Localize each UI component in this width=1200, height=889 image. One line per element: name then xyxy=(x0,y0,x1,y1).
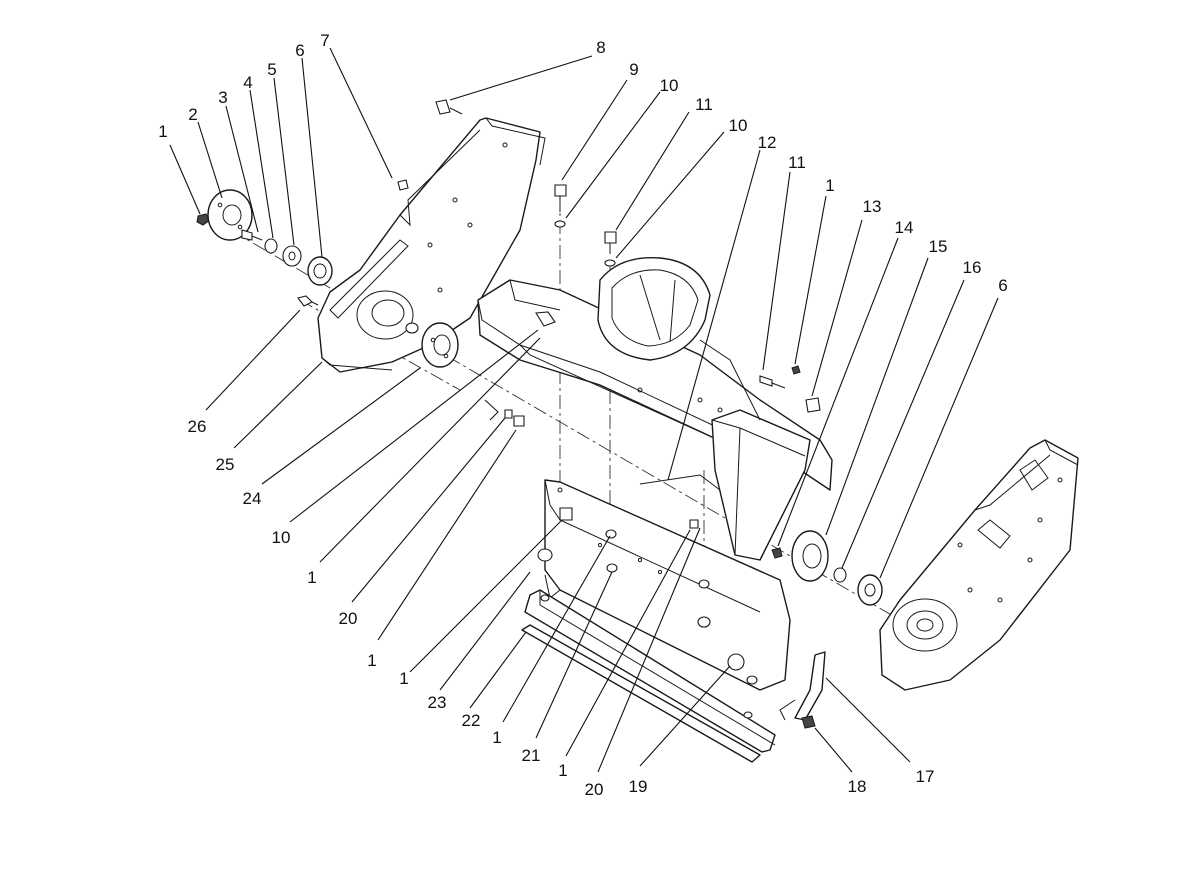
callout-10-c: 10 xyxy=(272,528,291,547)
callout-24: 24 xyxy=(243,489,262,508)
callout-8: 8 xyxy=(596,38,605,57)
callout-1-d: 1 xyxy=(367,651,376,670)
callout-13: 13 xyxy=(863,197,882,216)
callout-10: 10 xyxy=(660,76,679,95)
callout-17: 17 xyxy=(916,767,935,786)
right-hardware-stack xyxy=(759,365,883,606)
callout-1-g: 1 xyxy=(558,761,567,780)
callout-25: 25 xyxy=(216,455,235,474)
leader-lines xyxy=(169,47,999,773)
callout-2: 2 xyxy=(188,105,197,124)
callout-26: 26 xyxy=(188,417,207,436)
center-hardware xyxy=(397,99,816,729)
callout-11-b: 11 xyxy=(788,153,806,172)
left-hardware-stack xyxy=(196,189,333,307)
right-side-plate xyxy=(879,439,1079,691)
callout-labels: 1 2 3 4 5 6 7 8 9 10 11 10 12 11 1 13 14… xyxy=(158,31,1007,799)
callout-20: 20 xyxy=(339,609,358,628)
callout-21: 21 xyxy=(522,746,541,765)
callout-3: 3 xyxy=(218,88,227,107)
callout-23: 23 xyxy=(428,693,447,712)
callout-15: 15 xyxy=(929,237,948,256)
callout-19: 19 xyxy=(629,777,648,796)
callout-6: 6 xyxy=(295,41,304,60)
callout-22: 22 xyxy=(462,711,481,730)
callout-6-b: 6 xyxy=(998,276,1007,295)
callout-1-c: 1 xyxy=(307,568,316,587)
callout-20-b: 20 xyxy=(585,780,604,799)
callout-4: 4 xyxy=(243,73,252,92)
callout-14: 14 xyxy=(895,218,914,237)
left-side-plate xyxy=(317,117,546,373)
callout-9: 9 xyxy=(629,60,638,79)
left-bearing-flange xyxy=(421,322,459,368)
callout-1-f: 1 xyxy=(492,728,501,747)
callout-16: 16 xyxy=(963,258,982,277)
callout-7: 7 xyxy=(320,31,329,50)
callout-1-b: 1 xyxy=(825,176,834,195)
callout-10-b: 10 xyxy=(729,116,748,135)
scraper-bar xyxy=(521,589,776,763)
auger-housing xyxy=(477,256,833,561)
callout-1: 1 xyxy=(158,122,167,141)
callout-5: 5 xyxy=(267,60,276,79)
callout-11: 11 xyxy=(695,95,713,114)
callout-18: 18 xyxy=(848,777,867,796)
callout-1-e: 1 xyxy=(399,669,408,688)
callout-12: 12 xyxy=(758,133,777,152)
